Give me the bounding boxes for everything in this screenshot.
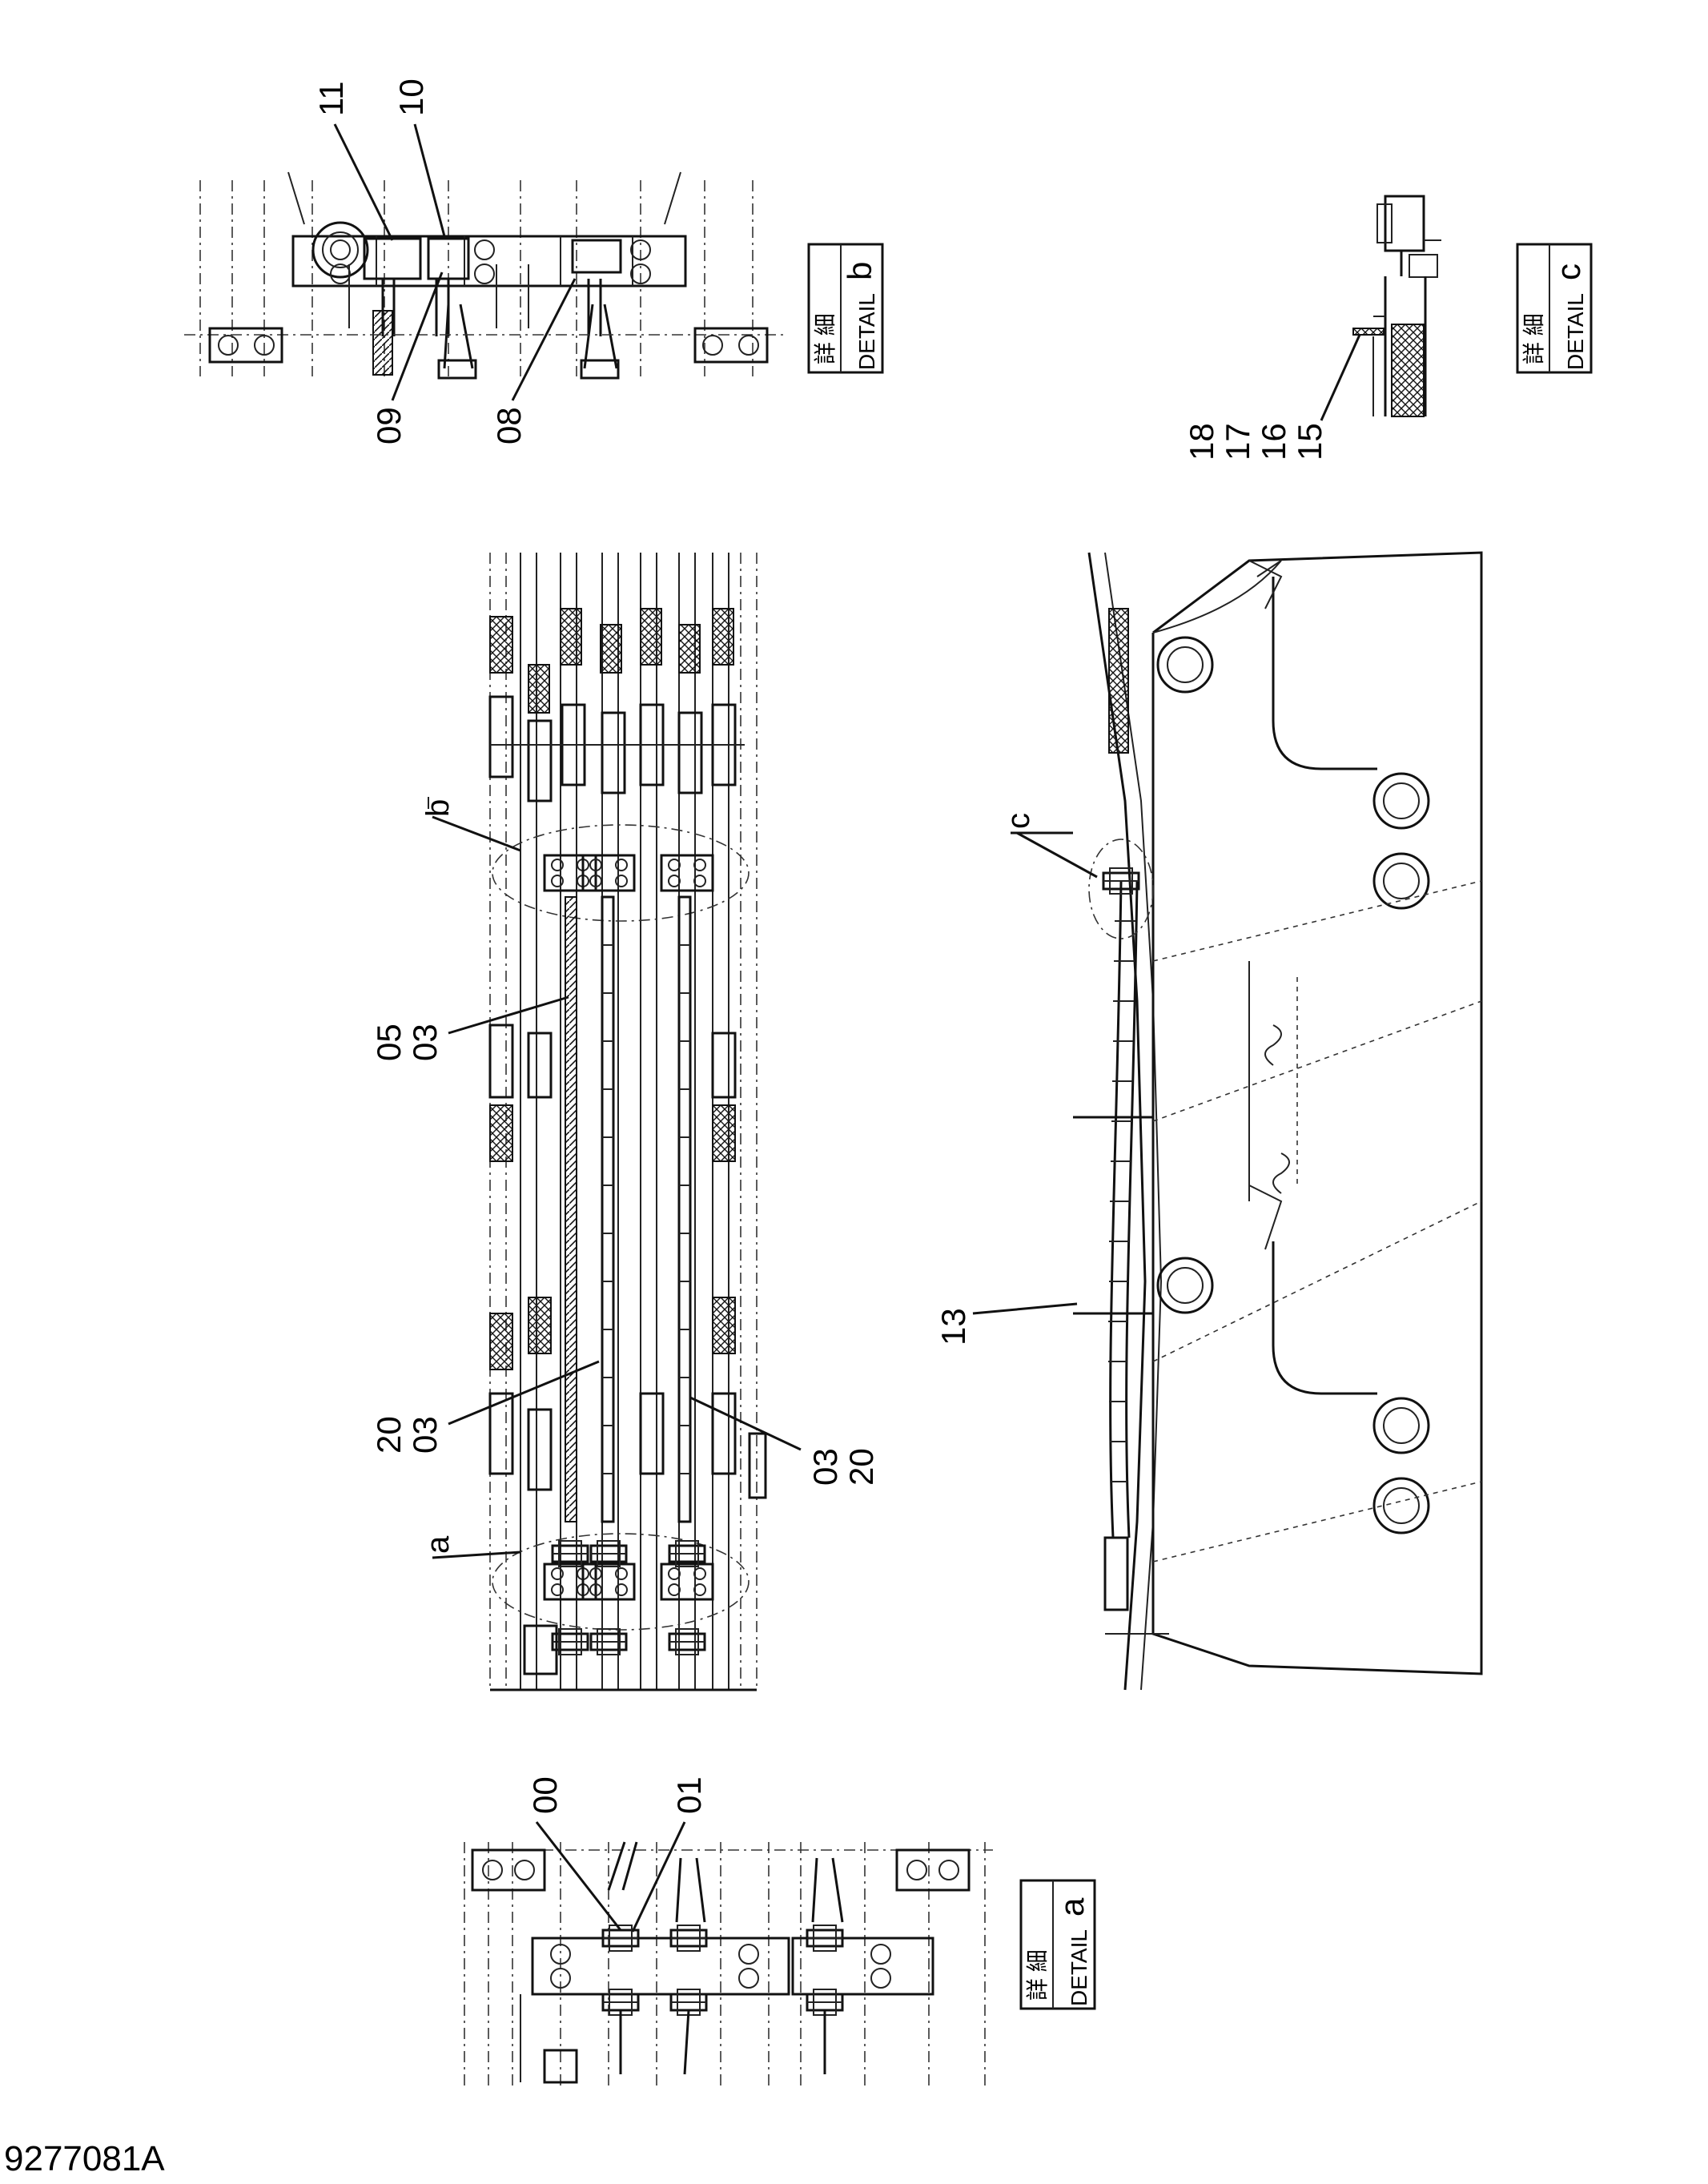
detail-box-c: 詳 細 DETAIL c — [1516, 243, 1593, 374]
detail-a-letter: a — [1053, 1897, 1091, 1917]
drawing-number: 9277081A — [4, 2139, 165, 2178]
callout-15-18: 18171615 — [1183, 423, 1328, 461]
detail-c-kanji: 詳 細 — [1521, 313, 1546, 364]
callout-11: 11 — [312, 81, 350, 116]
detail-ref-c-leader — [1016, 831, 1098, 879]
detail-ref-b: b — [420, 799, 456, 817]
detail-c-view — [1320, 195, 1441, 421]
detail-a-view — [464, 1821, 993, 2086]
detail-b-kanji: 詳 細 — [813, 313, 838, 364]
detail-b-view — [184, 123, 785, 401]
callout-05-03: 0503 — [370, 1024, 444, 1061]
callout-08: 08 — [490, 407, 528, 444]
detail-box-a: 詳 細 DETAIL a — [1019, 1879, 1096, 2010]
callout-03-20: 0320 — [806, 1448, 880, 1486]
detail-b-letter: b — [841, 262, 878, 280]
detail-ref-a: a — [420, 1535, 456, 1554]
detail-box-b: 詳 細 DETAIL b — [807, 243, 884, 374]
callout-13-leader — [972, 1302, 1078, 1315]
callout-13: 13 — [934, 1308, 972, 1345]
callout-20-03: 2003 — [370, 1416, 444, 1454]
detail-c-word: DETAIL — [1563, 293, 1588, 370]
boom-side-view — [1073, 551, 1483, 1691]
detail-b-word: DETAIL — [854, 293, 879, 370]
callout-01: 01 — [670, 1776, 708, 1814]
detail-a-kanji: 詳 細 — [1025, 1949, 1050, 2001]
detail-ref-c: c — [1001, 813, 1036, 829]
callout-10: 10 — [392, 78, 430, 116]
hose-plan-view — [432, 553, 802, 1691]
detail-a-word: DETAIL — [1067, 1929, 1091, 2006]
callout-00: 00 — [526, 1776, 564, 1814]
callout-09: 09 — [370, 407, 408, 444]
detail-c-letter: c — [1549, 263, 1587, 280]
